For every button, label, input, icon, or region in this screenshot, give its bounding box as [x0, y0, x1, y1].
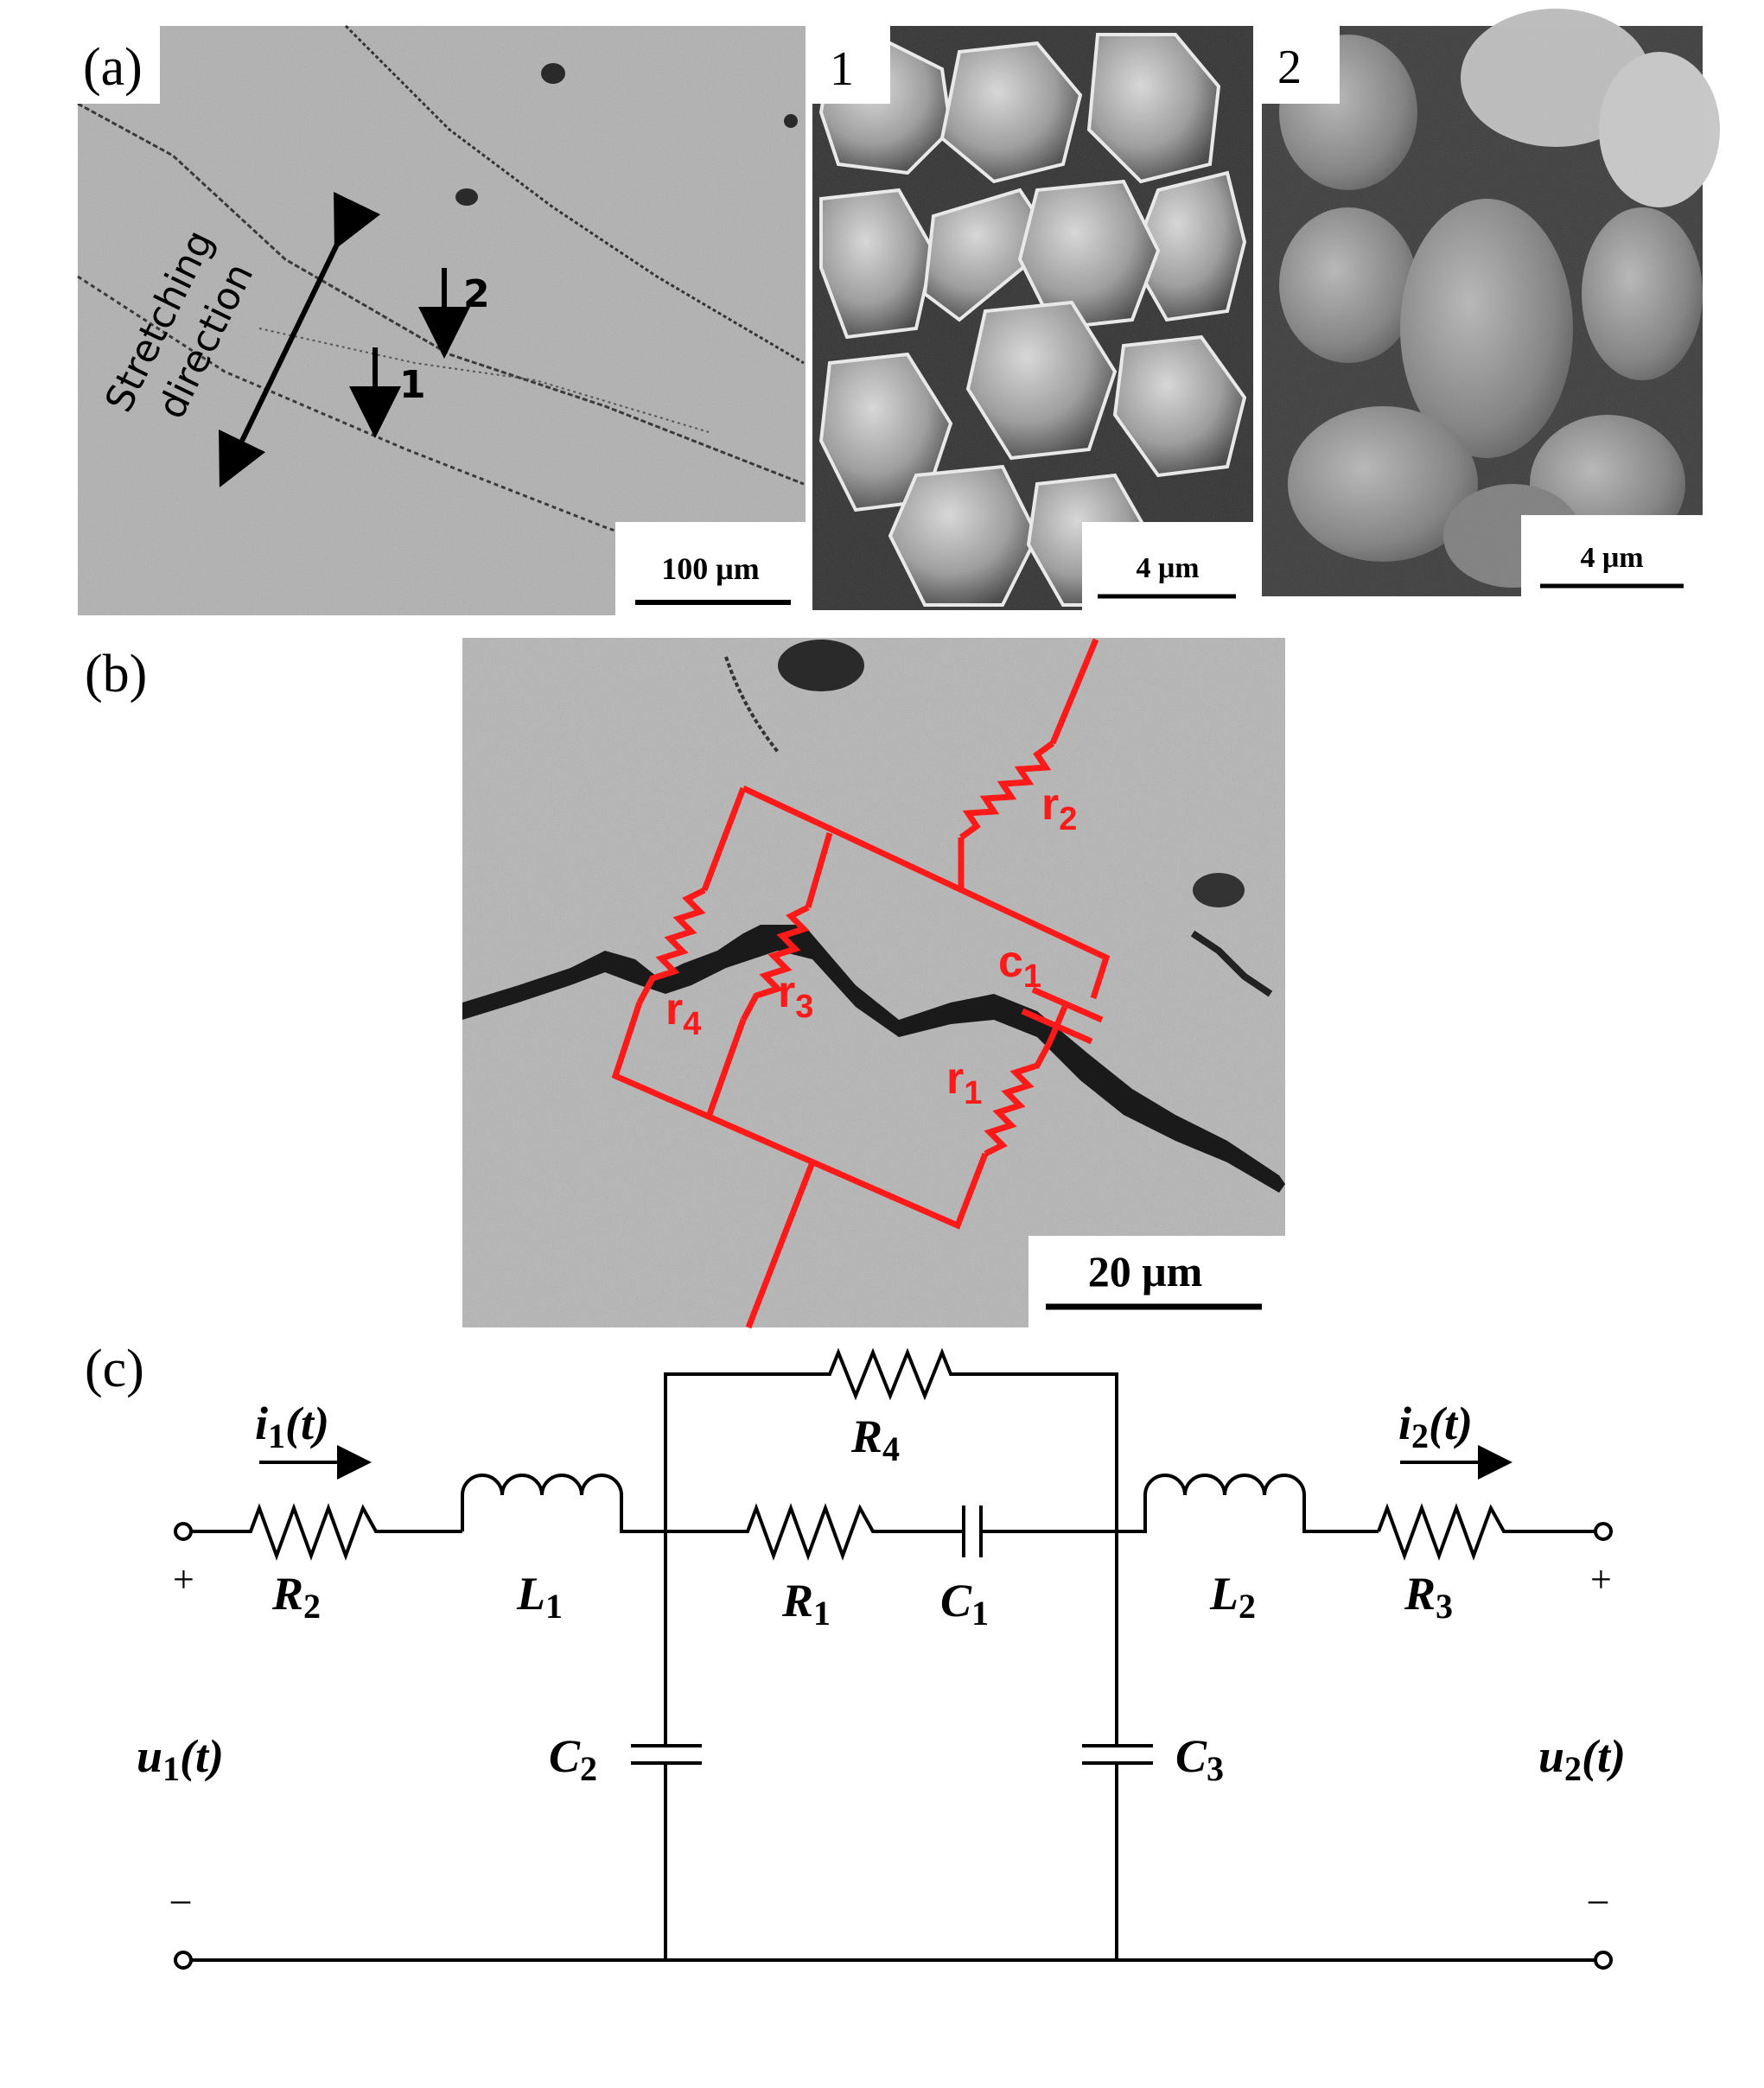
panel-a: (a) Stretching direction 2 1 100 μm [77, 9, 1720, 615]
capacitor-C1-symbol [962, 1506, 983, 1557]
panel-a-label-box [78, 26, 160, 104]
panel-c-label: (c) [85, 1340, 144, 1398]
inset-1-label-box [812, 26, 890, 104]
label-R1: R1 [781, 1575, 831, 1633]
red-rectangle-top-edge [742, 785, 1111, 1000]
inductor-L2-symbol [1117, 1474, 1379, 1533]
resistor-R1-symbol [665, 1503, 964, 1561]
resistor-R3-symbol [1377, 1503, 1595, 1561]
panel-c: (c) i1(t) [85, 1340, 1626, 1970]
label-r1: r1 [946, 1054, 982, 1111]
sem-inset-2: 2 4 μm [1262, 9, 1720, 596]
label-C1: C1 [940, 1575, 989, 1633]
label-c1: c1 [998, 937, 1041, 995]
scale-bar-main-text: 100 μm [661, 551, 759, 586]
label-r2: r2 [1041, 780, 1077, 837]
resistor-r2-symbol [958, 741, 1055, 840]
resistor-r1-symbol [984, 1040, 1054, 1157]
plus-left: + [173, 1558, 194, 1601]
label-R2: R2 [271, 1568, 321, 1626]
terminal-bottom-left [174, 1951, 193, 1970]
panel-a-label: (a) [83, 38, 143, 97]
stretching-direction-arrow [219, 191, 381, 488]
label-R4: R4 [850, 1410, 900, 1468]
panel-b: (b) [85, 638, 1285, 1329]
minus-left: – [170, 1878, 191, 1920]
polarity-marks: + + – – [170, 1558, 1612, 1920]
scale-bar-b-box [1028, 1236, 1285, 1327]
resistor-r3-symbol [740, 904, 810, 1022]
red-rectangle-left-top [701, 786, 747, 892]
label-L2: L2 [1209, 1568, 1256, 1626]
panel-b-labels: r2 r4 r3 c1 r1 [665, 780, 1077, 1111]
capacitor-c1-plate-2 [1021, 1008, 1093, 1045]
capacitor-c1-plate-1 [1031, 986, 1104, 1023]
circuit-labels: i1(t) i2(t) R2 L1 R1 C1 R4 L2 R3 C2 C3 u… [137, 1397, 1626, 1788]
plus-right: + [1590, 1558, 1612, 1601]
inset-1-label: 1 [830, 42, 854, 96]
inset-2-scale-text: 4 μm [1580, 542, 1643, 574]
resistor-R4-symbol [664, 1347, 1118, 1531]
inductor-L1-symbol [461, 1474, 665, 1533]
inset-2-label: 2 [1277, 41, 1302, 94]
terminal-top-left [174, 1522, 193, 1541]
panel-b-label: (b) [85, 645, 147, 703]
resistor-r4-symbol [636, 887, 706, 1004]
red-lead-bottom [745, 1161, 816, 1329]
red-r3-lead-bottom [705, 1018, 747, 1118]
inset-2-label-box [1262, 26, 1340, 104]
inset-1-scale-text: 4 μm [1136, 552, 1199, 584]
label-r4: r4 [665, 984, 701, 1042]
label-r3: r3 [778, 967, 813, 1025]
label-u2: u2(t) [1538, 1730, 1626, 1788]
label-L1: L1 [516, 1568, 563, 1626]
resistor-R2-symbol [191, 1503, 462, 1561]
label-C2: C2 [549, 1730, 597, 1788]
sem-image-crack [462, 638, 1285, 1327]
label-u1: u1(t) [137, 1730, 224, 1788]
sem-image-main: (a) Stretching direction 2 1 100 μm [77, 24, 806, 615]
label-C3: C3 [1175, 1730, 1224, 1788]
label-i2: i2(t) [1398, 1397, 1473, 1455]
crack-equivalent-circuit-annotation [611, 638, 1111, 1329]
scale-bar-b-text: 20 μm [1088, 1247, 1203, 1295]
red-r3-lead-top [805, 832, 833, 908]
minus-right: – [1588, 1878, 1608, 1920]
marker-1-label: 1 [399, 363, 426, 407]
label-R3: R3 [1404, 1568, 1453, 1626]
label-i1: i1(t) [255, 1397, 329, 1455]
sem-inset-1: 1 4 μm [812, 26, 1253, 610]
terminal-top-right [1594, 1522, 1613, 1541]
equivalent-circuit [174, 1347, 1613, 1970]
marker-2-label: 2 [463, 272, 490, 316]
inset-2-scale-box [1521, 515, 1703, 596]
red-lead-top [1049, 638, 1099, 745]
terminal-bottom-right [1594, 1951, 1613, 1970]
